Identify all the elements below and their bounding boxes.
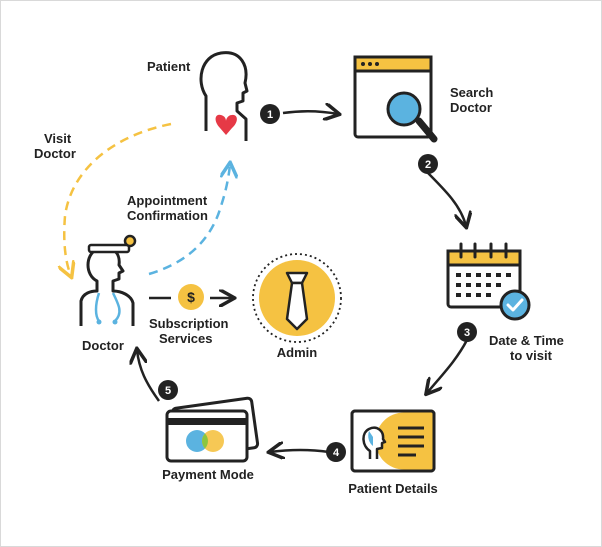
svg-text:3: 3 <box>464 327 470 339</box>
patient-icon <box>199 51 249 141</box>
arrow-4 <box>270 450 330 452</box>
dollar-coin-icon: $ <box>178 284 204 310</box>
svg-text:5: 5 <box>165 385 171 397</box>
label-datetime-1: Date & Time <box>489 333 564 348</box>
label-visit-2: Doctor <box>34 146 76 161</box>
label-subscription-2: Services <box>159 331 213 346</box>
label-admin: Admin <box>277 345 318 360</box>
calendar-icon <box>446 242 531 321</box>
label-patient: Patient <box>147 59 191 74</box>
label-payment-mode: Payment Mode <box>162 467 254 482</box>
label-appointment-1: Appointment <box>127 193 208 208</box>
label-subscription-1: Subscription <box>149 316 229 331</box>
admin-icon <box>252 253 342 343</box>
arrow-3 <box>427 339 469 393</box>
label-appointment-2: Confirmation <box>127 208 208 223</box>
label-visit-1: Visit <box>44 131 72 146</box>
arrow-1 <box>282 111 338 114</box>
arrow-appointment-confirmation <box>148 164 230 276</box>
patient-details-icon <box>350 409 436 473</box>
arrow-5 <box>137 350 161 402</box>
dollar-symbol: $ <box>187 289 195 305</box>
svg-text:2: 2 <box>425 159 431 171</box>
label-patient-details: Patient Details <box>348 481 438 496</box>
step-badge-4: 4 <box>326 442 346 462</box>
search-doctor-icon <box>353 55 438 143</box>
label-search-2: Doctor <box>450 100 492 115</box>
svg-text:1: 1 <box>267 109 273 121</box>
payment-card-icon <box>165 396 260 463</box>
step-badge-5: 5 <box>158 380 178 400</box>
doctor-icon <box>79 234 137 326</box>
svg-text:4: 4 <box>333 447 340 459</box>
step-badge-2: 2 <box>418 154 438 174</box>
label-doctor: Doctor <box>82 338 124 353</box>
arrow-2 <box>425 170 466 226</box>
step-badge-1: 1 <box>260 104 280 124</box>
label-search-1: Search <box>450 85 493 100</box>
step-badge-3: 3 <box>457 322 477 342</box>
label-datetime-2: to visit <box>510 348 553 363</box>
